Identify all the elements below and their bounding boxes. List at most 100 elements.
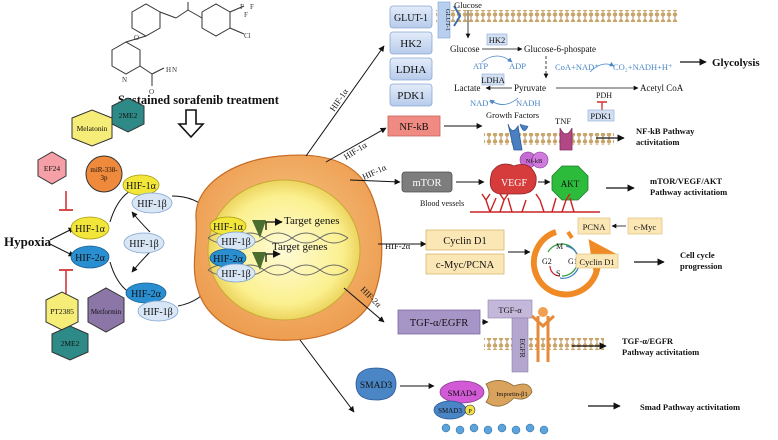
nucleus-hif1b-1-label: HIF-1β [221, 237, 251, 248]
glucose-top: Glucose [454, 0, 482, 10]
tnf-receptor [559, 127, 573, 151]
mir-338-label-line2: 3p [101, 174, 109, 182]
tgfa-label: TGF-α [498, 305, 522, 315]
box-pdk1: PDK1 [397, 90, 425, 102]
hif1a-left-label: HIF-1α [75, 224, 105, 235]
atom-cl: Cl [244, 32, 251, 40]
g6p-label: Glucose-6-phospate [524, 44, 596, 54]
tgfa-box [487, 299, 533, 319]
nad-label: NAD⁺ [470, 98, 493, 108]
glut1-membrane-label: GLUT-1 [444, 9, 451, 31]
phase-s: S [556, 269, 560, 278]
mir-338-circle [85, 155, 123, 193]
vegf-label: VEGF [501, 178, 528, 189]
akt-shape [551, 165, 589, 201]
atom-n: N [122, 76, 127, 84]
egfr-bar [511, 317, 529, 373]
vegf-shape [489, 163, 537, 195]
arrow-to-tgf [343, 287, 385, 323]
egfr-receptor [530, 314, 556, 362]
smad3-blob [355, 367, 397, 401]
nfkb-membrane [484, 133, 614, 145]
promoter-triangle-2 [252, 252, 266, 270]
promoter-triangle-1 [252, 220, 266, 238]
acetyl-label: Acetyl CoA [640, 83, 684, 93]
co2-label: CO₂+NADH+H⁺ [613, 62, 673, 72]
pcna-box [577, 217, 611, 235]
transcription-arrow-2 [265, 250, 281, 262]
hif1b-top [131, 192, 173, 214]
melatonin-hexagon [71, 109, 113, 147]
dna-beads [441, 423, 549, 435]
tgf-box-label: TGF-α/EGFR [410, 318, 469, 329]
glucose-label: Glucose [450, 44, 480, 54]
pyruvate-label: Pyruvate [514, 83, 546, 93]
pt2385-hexagon [45, 291, 79, 331]
cell-cycle-ring-tail [566, 230, 574, 240]
hif1a-left [70, 216, 110, 240]
ef24-label: EF24 [44, 164, 61, 173]
mir-338-label: miR-338-3p [90, 166, 118, 182]
ef24-hexagon [37, 151, 67, 185]
target-genes-2: Target genes [272, 241, 328, 253]
arrow-to-smad [299, 339, 355, 413]
cmyc-pcna-box [425, 253, 505, 275]
smad4-label: SMAD4 [448, 388, 478, 398]
atom-f2: F [250, 3, 254, 11]
hif1b-mid [123, 232, 165, 254]
coa-label: CoA+NAD⁺ [555, 62, 599, 72]
tnf-label: TNF [555, 116, 571, 126]
phase-g2: G2 [542, 257, 552, 266]
cyclin-box [425, 229, 505, 251]
adp-label: ADP [509, 61, 526, 71]
growth-factor-receptor [507, 123, 529, 151]
hif1b-bottom [137, 300, 179, 322]
smad3-small-label: SMAD3 [438, 407, 462, 415]
egfr-label: EGFR [518, 338, 527, 357]
pdk1-enzyme-box [587, 109, 615, 122]
molecule-atoms: F F F Cl N O H N O [122, 3, 254, 96]
nadh-label: NADH [516, 98, 541, 108]
hif1b-down-arrow [131, 251, 151, 273]
hypoxia-to-hif2a-arrow [49, 243, 75, 257]
phase-g1: G1 [568, 257, 578, 266]
2me2-bottom-hexagon [51, 325, 89, 361]
hypoxia-to-hif1a-arrow [49, 227, 75, 241]
hif1b-bottom-label: HIF-1β [143, 307, 173, 318]
pdh-label: PDH [596, 91, 612, 100]
tgf-result-line1: TGF-α/EGFR [622, 336, 674, 346]
nucleus [207, 179, 361, 321]
glycolysis-result: Glycolysis [712, 57, 760, 69]
mtor-result-line2: Pathway activitatiom [650, 187, 727, 197]
atom-f1: F [240, 3, 244, 11]
arrow-to-mtor [349, 178, 401, 185]
cycle-cyclin-box [575, 253, 619, 269]
hypoxia-label: Hypoxia [4, 234, 51, 249]
hif1a-top-label: HIF-1α [126, 181, 156, 192]
hif1b-up-arrow [131, 211, 151, 233]
egfr-ligand [538, 307, 548, 317]
ldha-enzyme-label: LDHA [481, 75, 505, 85]
tgf-box [397, 309, 481, 335]
nucleus-hif1b-2-label: HIF-1β [221, 269, 251, 280]
box-hk2: HK2 [400, 38, 421, 50]
arrow-to-nfkb [325, 127, 387, 163]
nucleus-hif2a-label: HIF-2α [213, 254, 243, 265]
phospho-label: P [468, 408, 472, 415]
hk2-enzyme-label: HK2 [489, 35, 506, 45]
ldha-enzyme-box [481, 73, 505, 86]
akt-label: AKT [561, 179, 580, 189]
atom-o: O [134, 34, 139, 42]
sorafenib-structure [111, 2, 245, 86]
pt2385-label: PT2385 [50, 307, 74, 316]
coa-co2-arrow [589, 61, 615, 73]
atp-adp-arrow [481, 55, 513, 63]
nfkb-box [387, 115, 441, 137]
atom-n2: N [172, 66, 177, 74]
nucleus-hif1b-2 [216, 263, 256, 283]
importin-shape [485, 380, 533, 407]
nfkb-box-label: NF-kB [399, 122, 428, 133]
